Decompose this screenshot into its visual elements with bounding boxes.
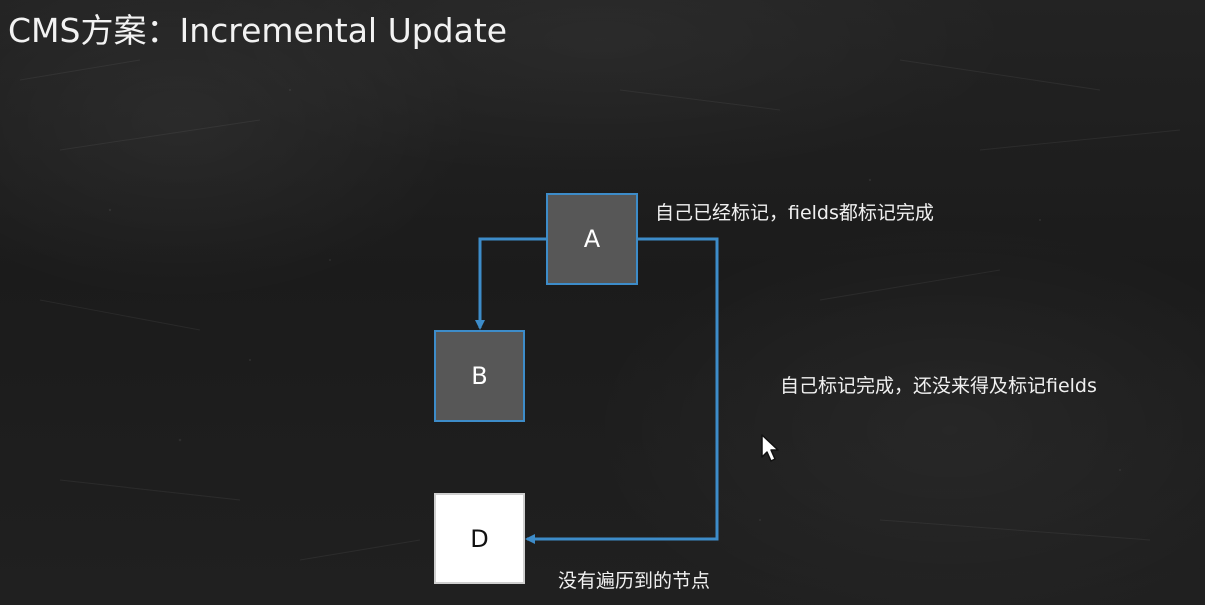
edge-annotation: 自己标记完成，还没来得及标记fields xyxy=(780,375,1097,397)
node-a-label: A xyxy=(583,225,601,253)
node-a-annotation: 自己已经标记，fields都标记完成 xyxy=(655,202,934,224)
node-b: B xyxy=(434,330,525,422)
node-a: A xyxy=(546,193,638,285)
edge-a-to-b xyxy=(475,237,546,330)
page-title: CMS方案：Incremental Update xyxy=(8,11,508,50)
node-d-label: D xyxy=(470,524,489,553)
node-b-label: B xyxy=(471,362,488,390)
node-d: D xyxy=(434,493,525,584)
edge-a-to-d xyxy=(525,237,719,544)
mouse-pointer-icon xyxy=(761,434,779,462)
node-d-annotation: 没有遍历到的节点 xyxy=(558,570,711,592)
